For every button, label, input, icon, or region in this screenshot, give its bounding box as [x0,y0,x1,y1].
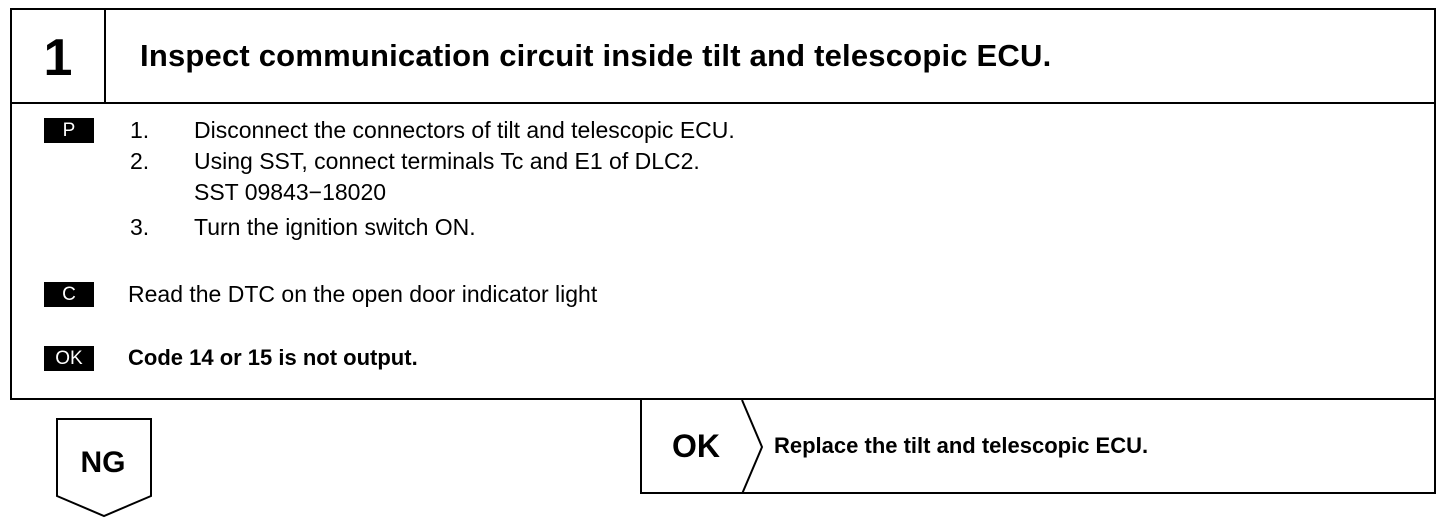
ok-result-text: Replace the tilt and telescopic ECU. [774,433,1149,458]
step-header: 1 Inspect communication circuit inside t… [12,10,1434,104]
procedure-item-3-number: 3. [130,214,150,240]
ok-result-label: OK [672,428,720,464]
step-number-cell: 1 [12,10,106,102]
ng-result-label: NG [80,446,126,479]
ng-arrow-shape [56,418,152,518]
inspection-step-box: 1 Inspect communication circuit inside t… [10,8,1436,400]
procedure-item-2-number: 2. [130,148,150,174]
chevron-right-icon [741,400,764,494]
procedure-item-1-text: Disconnect the connectors of tilt and te… [194,117,735,143]
step-number: 1 [43,29,73,87]
ok-result-box: OK Replace the tilt and telescopic ECU. [640,400,1436,494]
ok-condition-badge: OK [44,346,94,371]
step-title: Inspect communication circuit inside til… [140,38,1052,73]
check-badge: C [44,282,94,307]
procedure-item-2-text: Using SST, connect terminals Tc and E1 o… [194,148,700,174]
procedure-item-1-number: 1. [130,117,150,143]
procedure-item-3-text: Turn the ignition switch ON. [194,214,476,240]
ok-condition-text: Code 14 or 15 is not output. [128,345,418,370]
check-text: Read the DTC on the open door indicator … [128,281,598,307]
procedure-badge: P [44,118,94,143]
procedure-sst-number: SST 09843−18020 [194,179,387,205]
